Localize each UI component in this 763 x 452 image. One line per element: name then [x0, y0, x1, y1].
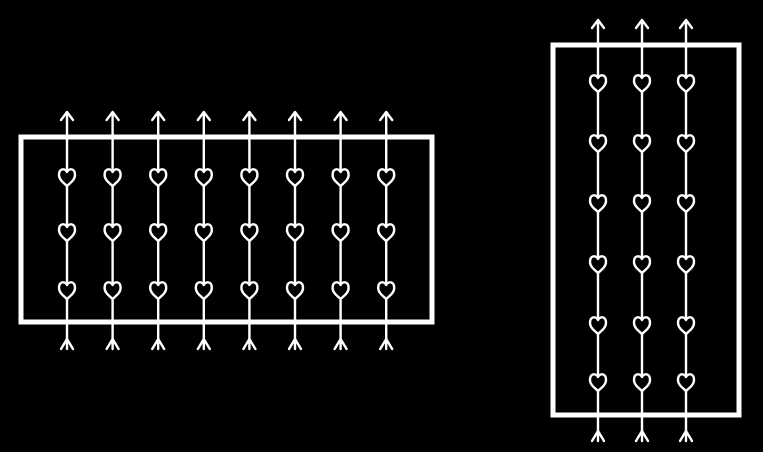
heart-icon [240, 281, 259, 301]
heart-icon [632, 316, 652, 336]
heart-icon [240, 168, 259, 188]
arrow-up-icon [590, 18, 606, 30]
strand [632, 18, 652, 443]
heart-icon [632, 255, 652, 275]
heart-icon [285, 168, 305, 188]
heart-icon [632, 194, 652, 214]
arrow-up-icon [242, 110, 257, 122]
tall-panel [550, 18, 742, 443]
heart-icon [676, 134, 696, 154]
heart-icon [588, 255, 608, 275]
heart-icon [377, 168, 396, 188]
heart-icon [588, 373, 608, 393]
heart-icon [194, 168, 213, 188]
heart-icon [103, 281, 122, 301]
arrow-up-icon [59, 110, 75, 122]
arrow-tail-icon [242, 337, 257, 351]
heart-icon [149, 223, 168, 243]
heart-icon [331, 223, 350, 243]
heart-icon [676, 316, 696, 336]
arrow-up-icon [196, 110, 211, 122]
strand [588, 18, 608, 443]
heart-icon [588, 134, 608, 154]
arrow-tail-icon [634, 429, 650, 443]
arrow-tail-icon [590, 429, 606, 443]
heart-icon [57, 281, 77, 301]
panel-border [550, 42, 742, 418]
strand [103, 110, 122, 351]
strand [377, 110, 396, 351]
heart-icon [285, 223, 305, 243]
arrow-tail-icon [678, 429, 694, 443]
heart-icon [149, 281, 168, 301]
arrow-up-icon [105, 110, 120, 122]
heart-icon [632, 373, 652, 393]
heart-icon [194, 281, 213, 301]
heart-icon [676, 373, 696, 393]
heart-icon [632, 134, 652, 154]
heart-icon [632, 74, 652, 94]
strand [331, 110, 350, 351]
arrow-up-icon [379, 110, 394, 122]
heart-icon [103, 168, 122, 188]
arrow-up-icon [333, 110, 348, 122]
heart-icon [588, 316, 608, 336]
arrow-tail-icon [196, 337, 211, 351]
arrow-up-icon [634, 18, 650, 30]
heart-icon [194, 223, 213, 243]
heart-icon [57, 223, 77, 243]
arrow-up-icon [287, 110, 303, 122]
arrow-up-icon [151, 110, 166, 122]
strand [240, 110, 259, 351]
heart-icon [377, 223, 396, 243]
heart-icon [103, 223, 122, 243]
arrow-tail-icon [59, 337, 75, 351]
strand [285, 110, 305, 351]
heart-icon [588, 74, 608, 94]
strand [194, 110, 213, 351]
arrow-up-icon [678, 18, 694, 30]
arrow-tail-icon [151, 337, 166, 351]
heart-icon [240, 223, 259, 243]
heart-icon [57, 168, 77, 188]
heart-icon [377, 281, 396, 301]
strand [57, 110, 77, 351]
strand [149, 110, 168, 351]
arrow-tail-icon [287, 337, 303, 351]
heart-icon [331, 168, 350, 188]
arrow-tail-icon [105, 337, 120, 351]
heart-icon [331, 281, 350, 301]
arrow-tail-icon [333, 337, 348, 351]
heart-icon [588, 194, 608, 214]
heart-icon [676, 194, 696, 214]
heart-icon [676, 74, 696, 94]
heart-icon [149, 168, 168, 188]
wide-panel [18, 110, 435, 351]
arrow-tail-icon [379, 337, 394, 351]
strand [676, 18, 696, 443]
heart-icon [676, 255, 696, 275]
heart-icon [285, 281, 305, 301]
panel-border [18, 134, 435, 325]
